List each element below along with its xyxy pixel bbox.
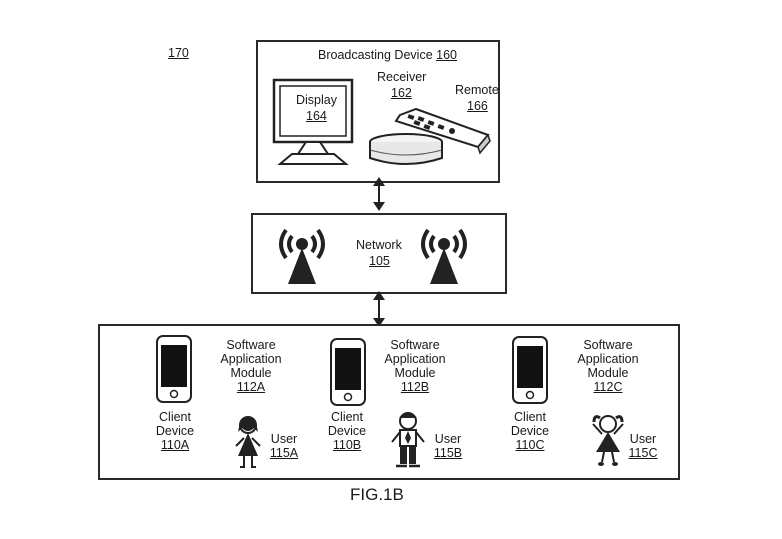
- smartphone-icon-110b: [329, 338, 369, 408]
- antenna-tower-left-icon: [272, 222, 332, 286]
- module-text-112a: Software Application Module 112A: [216, 338, 286, 394]
- receiver-label: Receiver: [377, 70, 426, 84]
- display-label: Display: [296, 93, 337, 107]
- user-girl-figure-icon: [232, 414, 266, 470]
- double-arrow-network-clients: [372, 291, 386, 327]
- user-text-115b: User 115B: [430, 432, 466, 460]
- remote-ref: 166: [467, 99, 488, 113]
- antenna-tower-right-icon: [414, 222, 474, 286]
- smartphone-icon-110a: [155, 335, 195, 405]
- broadcasting-device-title: Broadcasting Device 160: [318, 48, 457, 62]
- figure-reference-number: 170: [168, 46, 189, 60]
- double-arrow-broadcast-network: [372, 177, 386, 211]
- smartphone-icon-110c: [511, 336, 551, 406]
- device-text-110b: Client Device 110B: [322, 410, 372, 452]
- remote-label: Remote: [455, 83, 499, 97]
- user-text-115a: User 115A: [266, 432, 302, 460]
- display-monitor-icon: [270, 78, 360, 168]
- device-text-110c: Client Device 110C: [505, 410, 555, 452]
- network-label: Network: [356, 238, 402, 252]
- device-text-110a: Client Device 110A: [150, 410, 200, 452]
- user-boy-figure-icon: [390, 410, 426, 470]
- user-child-figure-icon: [590, 412, 626, 468]
- network-ref: 105: [369, 254, 390, 268]
- receiver-ref: 162: [391, 86, 412, 100]
- user-text-115c: User 115C: [625, 432, 661, 460]
- figure-caption: FIG.1B: [350, 488, 404, 502]
- module-text-112c: Software Application Module 112C: [573, 338, 643, 394]
- display-ref: 164: [306, 109, 327, 123]
- module-text-112b: Software Application Module 112B: [380, 338, 450, 394]
